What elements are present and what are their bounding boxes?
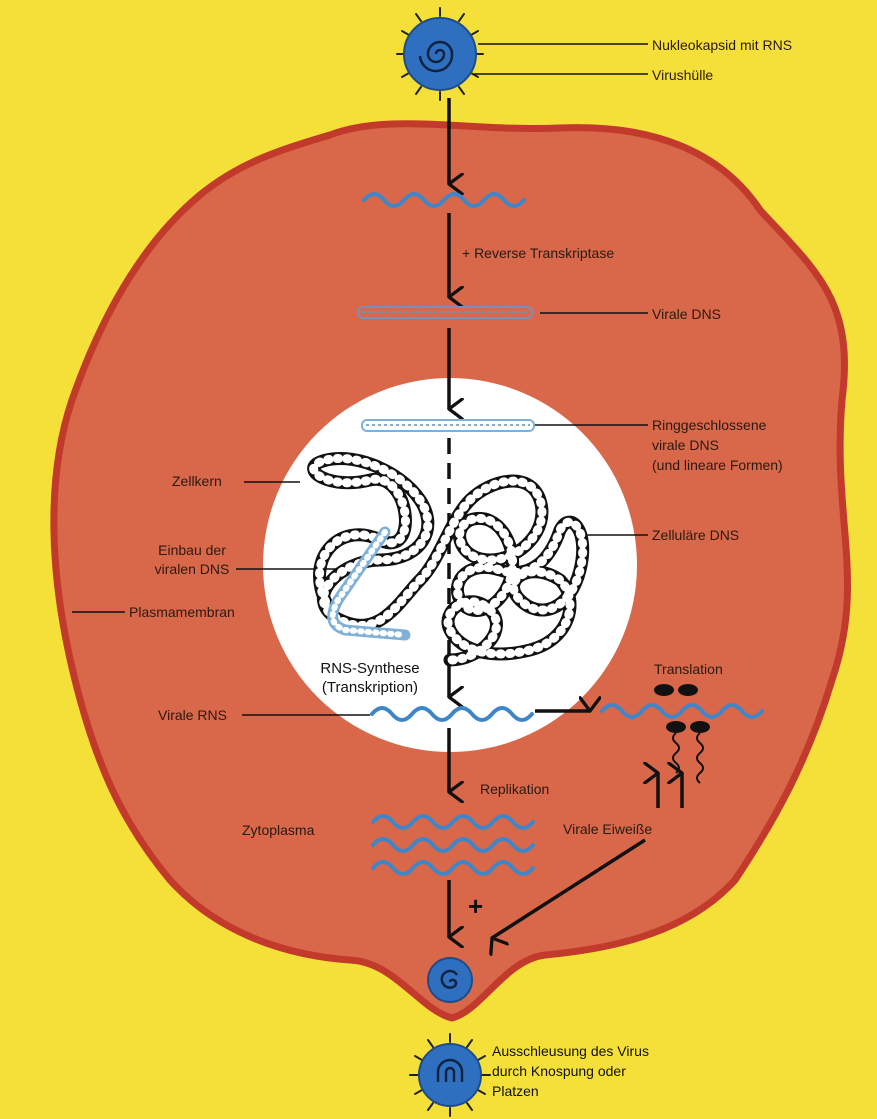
label-virale-dns: Virale DNS bbox=[652, 305, 721, 324]
label-translation: Translation bbox=[654, 660, 723, 679]
label-virushuelle: Virushülle bbox=[652, 66, 713, 85]
label-ausschleusung-2: durch Knospung oder bbox=[492, 1062, 626, 1081]
label-ringgeschlossen-1: Ringgeschlossene bbox=[652, 416, 766, 435]
label-zytoplasma: Zytoplasma bbox=[242, 821, 314, 840]
label-einbau-2: viralen DNS bbox=[148, 560, 236, 579]
label-zellkern: Zellkern bbox=[172, 472, 222, 491]
label-nukleokapsid: Nukleokapsid mit RNS bbox=[652, 36, 792, 55]
label-rns-synthese-1: RNS-Synthese bbox=[300, 659, 440, 678]
label-plus: + bbox=[468, 892, 483, 920]
label-zellulaere-dns: Zelluläre DNS bbox=[652, 526, 739, 545]
label-ringgeschlossen-3: (und lineare Formen) bbox=[652, 456, 783, 475]
label-einbau-1: Einbau der bbox=[148, 541, 236, 560]
label-rns-synthese-2: (Transkription) bbox=[300, 678, 440, 697]
label-ausschleusung-3: Platzen bbox=[492, 1082, 539, 1101]
label-ringgeschlossen-2: virale DNS bbox=[652, 436, 719, 455]
label-replikation: Replikation bbox=[480, 780, 549, 799]
label-reverse-transkriptase: + Reverse Transkriptase bbox=[462, 244, 614, 263]
label-virale-eiweisse: Virale Eiweiße bbox=[563, 820, 652, 839]
label-plasmamembran: Plasmamembran bbox=[129, 603, 235, 622]
budding-virus bbox=[428, 958, 472, 1002]
label-ausschleusung-1: Ausschleusung des Virus bbox=[492, 1042, 649, 1061]
label-virale-rns: Virale RNS bbox=[158, 706, 227, 725]
